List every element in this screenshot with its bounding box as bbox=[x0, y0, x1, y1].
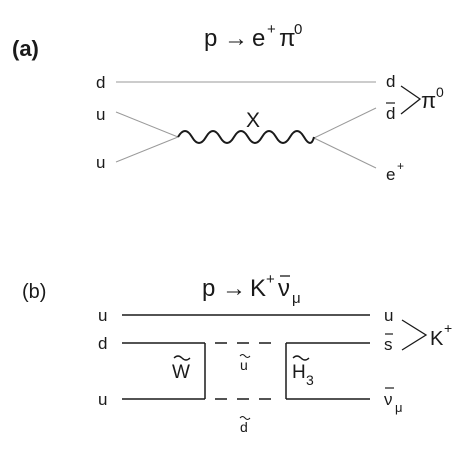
panel-b-higgsino-tilde bbox=[292, 355, 310, 361]
panel-a-mediator-label: X bbox=[246, 109, 260, 132]
panel-b-squark-up-label: u bbox=[240, 357, 248, 373]
panel-a-positron-charge: + bbox=[267, 21, 276, 38]
panel-b-kaon: K bbox=[250, 275, 266, 302]
panel-a-incoming-u-line-bottom bbox=[115, 136, 179, 163]
panel-a-initial: p bbox=[204, 25, 217, 52]
panel-b: (b) p → K + ν μ u d u W u bbox=[22, 271, 452, 435]
panel-b-squark-up-tilde bbox=[239, 354, 251, 358]
panel-a-pion: π bbox=[279, 25, 296, 52]
panel-b-kaon-bracket bbox=[401, 319, 428, 351]
panel-a-right-quark-d: d bbox=[386, 72, 395, 91]
panel-b-squark-down-tilde bbox=[239, 416, 251, 420]
panel-b-right-quark-u: u bbox=[384, 306, 393, 325]
panel-a-arrow: → bbox=[224, 25, 248, 52]
panel-a-pion-charge: 0 bbox=[294, 21, 302, 38]
panel-a-bracket-pion: π bbox=[421, 88, 436, 113]
panel-a-outgoing-dbar-line bbox=[313, 107, 377, 139]
panel-b-label: (b) bbox=[22, 281, 46, 303]
panel-a-bracket-pion-charge: 0 bbox=[436, 84, 444, 100]
panel-b-squark-down-label: d bbox=[240, 419, 248, 435]
panel-b-bracket-kaon: K bbox=[430, 328, 444, 350]
panel-a-outgoing-positron-line bbox=[313, 137, 377, 169]
panel-b-initial: p bbox=[202, 275, 215, 302]
panel-b-antineutrino: ν bbox=[278, 275, 290, 302]
panel-b-left-quark-d: d bbox=[98, 334, 107, 353]
panel-b-wino-label: W bbox=[172, 362, 190, 383]
panel-b-right-antiquark-s: s bbox=[384, 335, 393, 354]
panel-a-right-antiquark-d: d bbox=[386, 104, 395, 123]
panel-a-left-quark-d: d bbox=[96, 73, 105, 92]
panel-a: (a) p → e + π 0 d u u X d d e + π 0 bbox=[12, 21, 444, 184]
panel-a-process-title: p → e + π 0 bbox=[204, 21, 302, 52]
panel-a-incoming-u-line-top bbox=[115, 111, 179, 138]
panel-a-label: (a) bbox=[12, 36, 39, 61]
panel-b-antineutrino-sub: μ bbox=[292, 290, 301, 307]
panel-a-pion-bracket bbox=[400, 85, 422, 115]
panel-b-left-quark-u-top: u bbox=[98, 306, 107, 325]
panel-a-right-positron-charge: + bbox=[397, 159, 404, 173]
panel-b-bracket-kaon-charge: + bbox=[444, 320, 452, 336]
panel-b-process-title: p → K + ν μ bbox=[202, 271, 301, 307]
panel-b-wino-tilde bbox=[173, 355, 191, 361]
panel-a-positron: e bbox=[252, 25, 265, 52]
panel-a-right-positron: e bbox=[386, 165, 395, 184]
panel-a-x-boson-propagator bbox=[177, 130, 315, 144]
panel-b-arrow: → bbox=[222, 275, 246, 302]
panel-a-left-quark-u-bottom: u bbox=[96, 153, 105, 172]
panel-b-left-quark-u-bottom: u bbox=[98, 390, 107, 409]
panel-b-right-antineutrino-sub: μ bbox=[395, 400, 403, 415]
panel-b-higgsino-sub: 3 bbox=[306, 372, 314, 388]
panel-b-kaon-charge: + bbox=[266, 271, 275, 288]
panel-b-right-antineutrino: ν bbox=[384, 390, 393, 409]
panel-b-higgsino-label: H bbox=[292, 362, 306, 383]
panel-a-left-quark-u-top: u bbox=[96, 105, 105, 124]
